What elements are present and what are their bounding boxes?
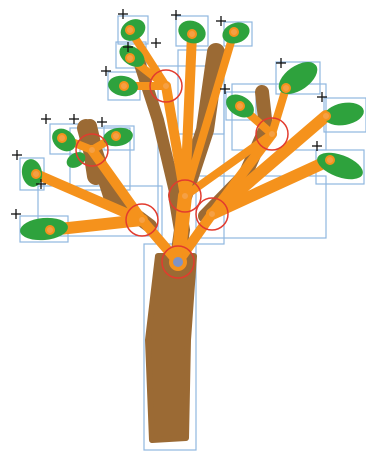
crosshair-icon	[276, 58, 286, 68]
leaf-joint-dot	[126, 26, 134, 34]
leaf-joint-dot	[236, 102, 244, 110]
leaf-joint-dot	[282, 84, 290, 92]
bone-layer	[36, 30, 330, 262]
leaf-joint-dot	[188, 30, 196, 38]
crosshair-icon	[118, 9, 128, 19]
leaf-joint-dot	[32, 170, 40, 178]
leaf-joint-dot	[326, 156, 334, 164]
root-joint	[169, 253, 187, 271]
trunk	[148, 256, 194, 440]
crosshair-icon	[41, 114, 51, 124]
leaf-icon	[19, 216, 69, 242]
bone	[272, 88, 286, 134]
leaf-joint-dot	[138, 216, 146, 224]
leaf-joint-dot	[230, 28, 238, 36]
leaf-joint-dot	[46, 226, 54, 234]
leaf-joint-dot	[126, 54, 134, 62]
leaf-joint-dot	[181, 192, 189, 200]
crosshair-icon	[101, 66, 111, 76]
leaf-joint-dot	[120, 82, 128, 90]
leaf-joint-dot	[268, 130, 276, 138]
leaf-joint-dot	[58, 134, 66, 142]
leaf-icon	[314, 147, 366, 184]
crosshair-icon	[69, 114, 79, 124]
crosshair-icon	[171, 10, 181, 20]
crosshair-icon	[151, 38, 161, 48]
leaf-joint-dot	[322, 112, 330, 120]
leaf-joint-dot	[112, 132, 120, 140]
leaf-joint-dot	[208, 210, 216, 218]
leaf-joint-dot	[162, 82, 170, 90]
leaf-joint-dot	[88, 146, 96, 154]
